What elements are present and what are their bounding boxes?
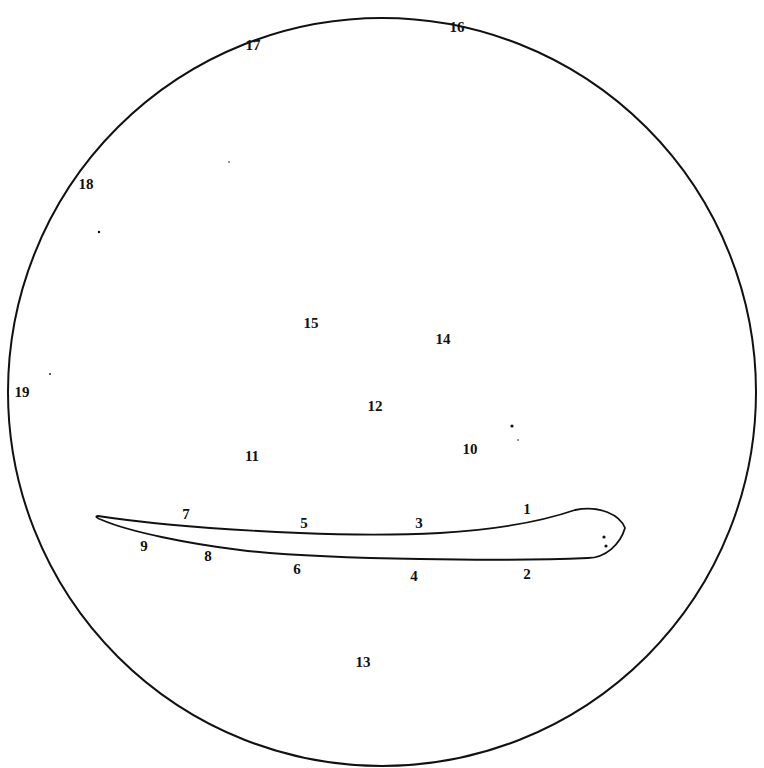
callout-number: 10 xyxy=(463,442,478,457)
callout-number: 1 xyxy=(523,502,531,517)
callout-number: 7 xyxy=(182,507,190,522)
callout-number: 19 xyxy=(15,385,30,400)
callout-number: 14 xyxy=(436,332,451,347)
callout-number: 13 xyxy=(356,655,371,670)
comet-nucleus xyxy=(604,544,607,547)
callout-number: 6 xyxy=(293,562,301,577)
callout-number: 17 xyxy=(246,38,261,53)
star-dot xyxy=(49,373,51,375)
callout-number: 4 xyxy=(410,569,418,584)
callout-number: 11 xyxy=(245,449,259,464)
star-dot xyxy=(98,231,100,233)
comet-outline xyxy=(96,509,625,560)
callout-number: 12 xyxy=(368,399,383,414)
callout-number: 2 xyxy=(523,567,531,582)
callout-number: 9 xyxy=(140,539,148,554)
callout-number: 5 xyxy=(300,516,308,531)
field-circle xyxy=(8,18,756,766)
callout-number: 16 xyxy=(450,20,465,35)
star-dot xyxy=(517,439,519,441)
callout-number: 18 xyxy=(79,177,94,192)
callout-number: 8 xyxy=(204,549,212,564)
callout-number: 3 xyxy=(415,516,423,531)
star-dot xyxy=(510,424,513,427)
star-dot xyxy=(228,161,230,163)
comet-nucleus xyxy=(602,535,605,538)
callout-number: 15 xyxy=(304,316,319,331)
